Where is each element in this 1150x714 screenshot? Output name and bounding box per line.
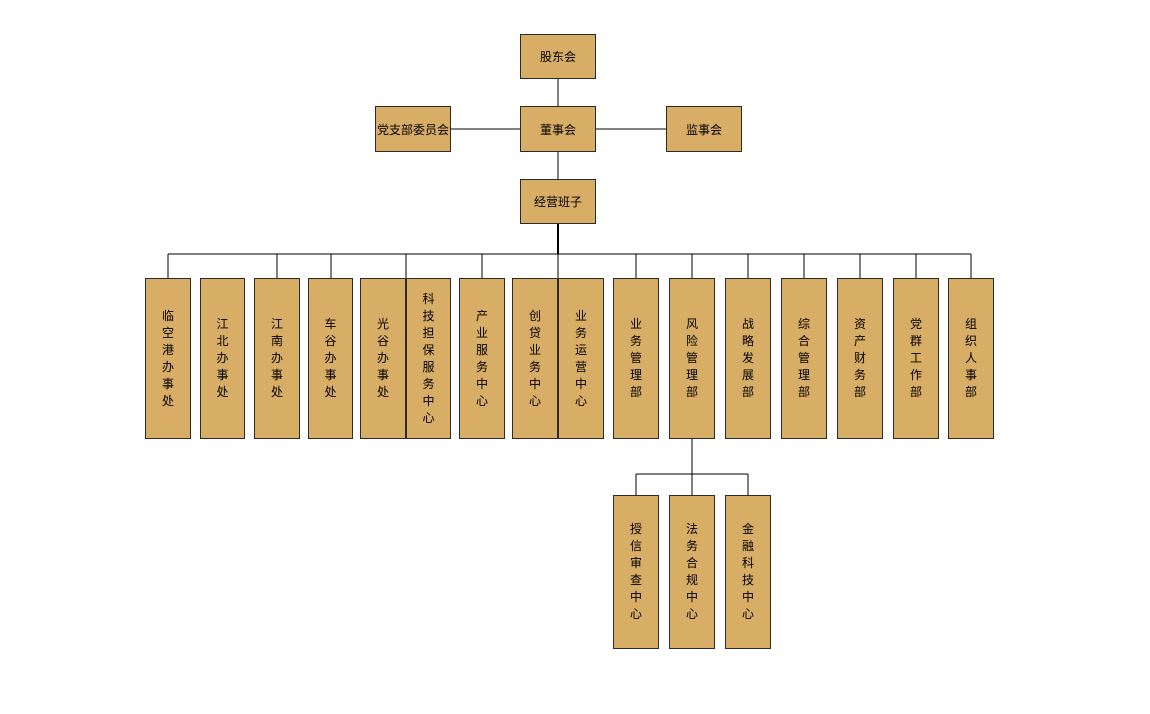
dept-box: 资产财务部: [837, 278, 883, 439]
shareholders-box: 股东会: [520, 34, 596, 79]
supervisors-box: 监事会: [666, 106, 742, 152]
dept-box: 江北办事处: [200, 278, 245, 439]
dept-box-risk: 风险管理部: [669, 278, 715, 439]
dept-box: 车谷办事处: [308, 278, 353, 439]
board-box: 董事会: [520, 106, 596, 152]
dept-box: 综合管理部: [781, 278, 827, 439]
dept-box: 创贷业务中心: [512, 278, 558, 439]
risk-child-box: 金融科技中心: [725, 495, 771, 649]
dept-box: 业务管理部: [613, 278, 659, 439]
dept-box: 战略发展部: [725, 278, 771, 439]
dept-box: 光谷办事处: [360, 278, 406, 439]
dept-box: 业务运营中心: [558, 278, 604, 439]
dept-box: 临空港办事处: [145, 278, 191, 439]
dept-box: 产业服务中心: [459, 278, 505, 439]
management-box: 经营班子: [520, 179, 596, 224]
risk-child-box: 授信审查中心: [613, 495, 659, 649]
risk-child-box: 法务合规中心: [669, 495, 715, 649]
dept-box: 党群工作部: [893, 278, 939, 439]
dept-box: 组织人事部: [948, 278, 994, 439]
dept-box: 江南办事处: [254, 278, 300, 439]
party-committee-box: 党支部委员会: [375, 106, 451, 152]
dept-box: 科技担保服务中心: [406, 278, 451, 439]
